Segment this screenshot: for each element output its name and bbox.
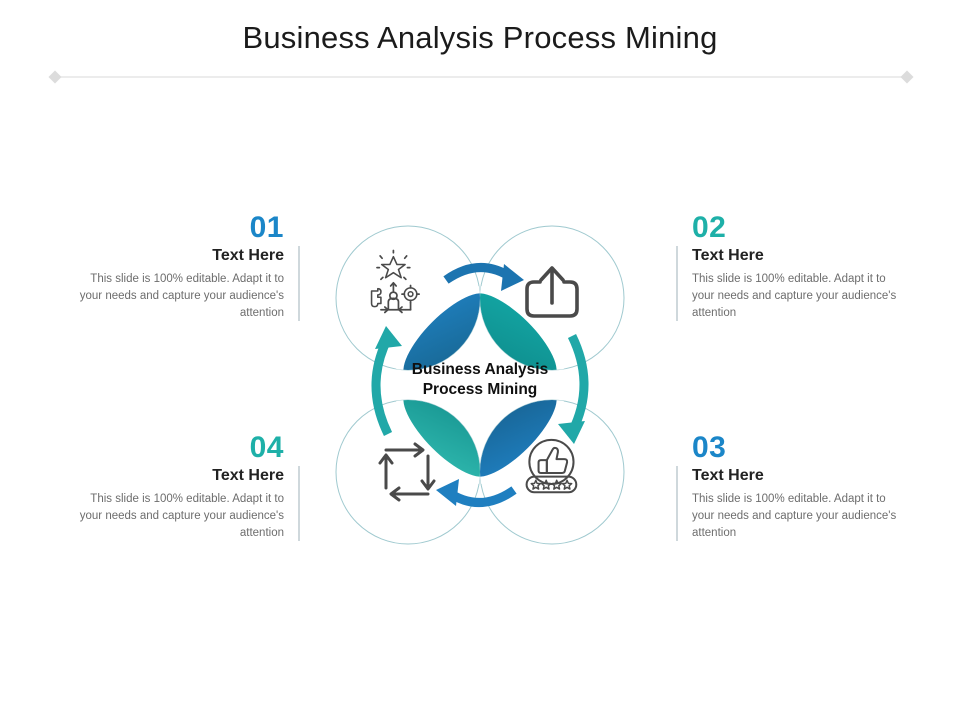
- info-block-02-heading: Text Here: [692, 246, 764, 264]
- arrow-right: [558, 334, 589, 444]
- title-divider: [48, 70, 914, 84]
- thumbs-up-rating-icon: [525, 438, 578, 494]
- info-block-03-heading: Text Here: [692, 466, 764, 484]
- info-block-01-body: This slide is 100% editable. Adapt it to…: [79, 273, 284, 319]
- info-block-01-number: 01: [249, 211, 284, 244]
- info-block-02[interactable]: 02 Text Here This slide is 100% editable…: [676, 211, 904, 322]
- info-block-01-heading: Text Here: [212, 246, 284, 264]
- info-block-02-body: This slide is 100% editable. Adapt it to…: [692, 273, 897, 319]
- info-block-04[interactable]: 04 Text Here This slide is 100% editable…: [72, 431, 300, 542]
- arrow-bottom: [436, 479, 517, 507]
- upload-share-icon: [525, 266, 579, 318]
- page-title: Business Analysis Process Mining: [242, 20, 718, 55]
- info-block-03-body: This slide is 100% editable. Adapt it to…: [692, 493, 897, 539]
- info-block-04-body: This slide is 100% editable. Adapt it to…: [79, 493, 284, 539]
- innovation-idea-icon: [370, 249, 420, 314]
- info-block-01[interactable]: 01 Text Here This slide is 100% editable…: [72, 211, 300, 322]
- divider-diamond-right-icon: [900, 70, 914, 84]
- divider-diamond-left-icon: [48, 70, 62, 84]
- lens-top-left: [396, 286, 480, 370]
- cycle-diagram: [335, 225, 625, 545]
- recycle-loop-icon: [378, 442, 436, 502]
- lens-top-right: [480, 286, 564, 370]
- info-block-04-heading: Text Here: [212, 466, 284, 484]
- info-block-02-number: 02: [692, 211, 727, 244]
- lens-bottom-left: [396, 400, 480, 484]
- info-block-03-number: 03: [692, 431, 727, 464]
- arrow-top: [443, 263, 524, 291]
- info-block-04-number: 04: [249, 431, 284, 464]
- lens-bottom-right: [480, 400, 564, 484]
- info-block-03[interactable]: 03 Text Here This slide is 100% editable…: [676, 431, 904, 542]
- arrow-left: [371, 326, 402, 436]
